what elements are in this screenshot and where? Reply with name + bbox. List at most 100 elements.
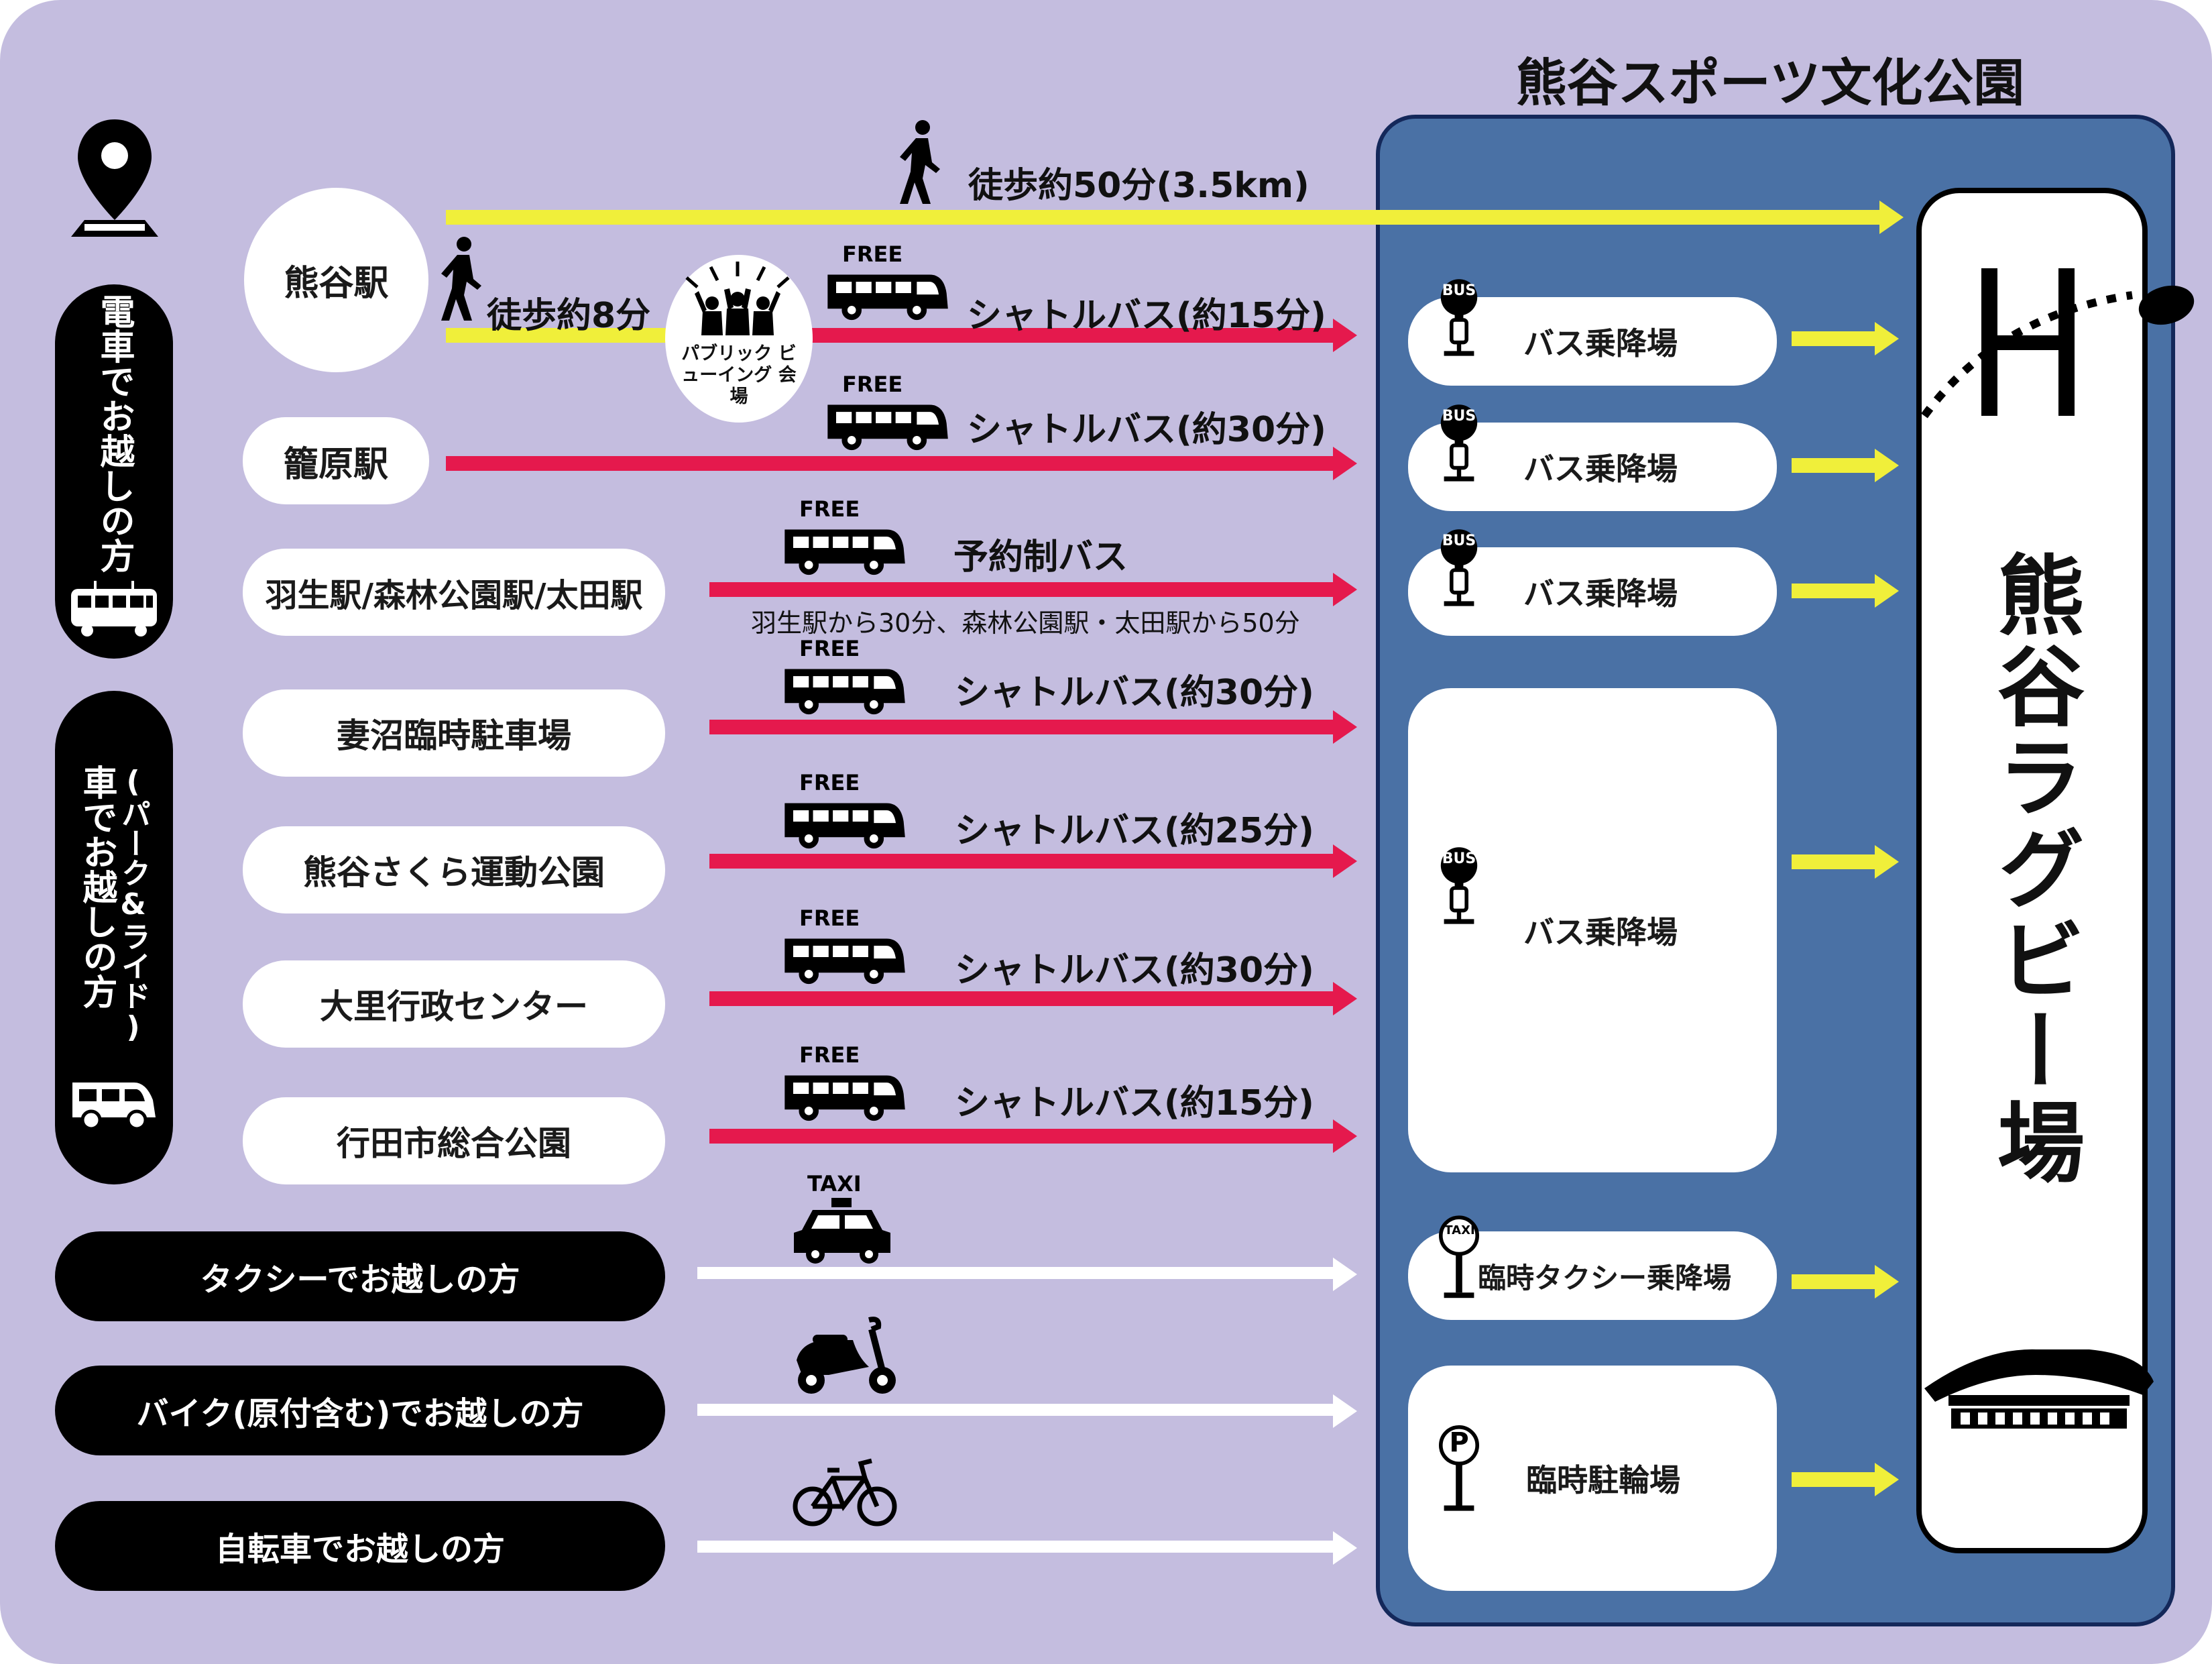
free-bus-icon	[780, 927, 908, 987]
free-label: FREE	[799, 1042, 860, 1068]
parking-sign-icon	[1439, 1425, 1479, 1511]
park-title: 熊谷スポーツ文化公園	[1515, 53, 2025, 113]
mode-bike: バイク(原付含む)でお越しの方	[55, 1366, 665, 1455]
free-bus-kumagaya: FREE	[823, 236, 951, 330]
free-bus-icon	[780, 518, 908, 578]
shuttle-sakura-label: シャトルバス(約25分)	[955, 811, 1314, 851]
car-category-sub: (パーク&ライド)	[116, 765, 150, 1044]
stadium-panel	[1916, 188, 2148, 1553]
train-category-label: 電車でお越しの方	[94, 294, 134, 573]
free-label: FREE	[799, 770, 860, 795]
map-pin-icon	[71, 119, 158, 237]
free-bus-icon	[780, 791, 908, 852]
bicycle-parking-label: 臨時駐輪場	[1526, 1462, 1680, 1498]
walk-short-label: 徒歩約8分	[487, 296, 651, 336]
taxi-stop-icon	[1439, 1215, 1479, 1298]
bus-stop-4: BUS バス乗降場	[1408, 688, 1777, 1172]
free-label: FREE	[799, 636, 860, 661]
link-taxi	[1792, 1265, 1899, 1298]
walker-icon	[900, 120, 940, 204]
taxi-stop-label: 臨時タクシー乗降場	[1478, 1261, 1732, 1294]
free-label: FREE	[799, 496, 860, 522]
mode-bicycle: 自転車でお越しの方	[55, 1501, 665, 1591]
bus-line-gyoda	[709, 1119, 1357, 1153]
walk-line-long	[446, 201, 1904, 234]
stadium-icon	[1924, 1349, 2154, 1429]
bus-line-kumagaya	[805, 319, 1357, 352]
shuttle-kumagaya-label: シャトルバス(約15分)	[967, 296, 1326, 336]
origin-osato: 大里行政センター	[243, 960, 665, 1048]
shuttle-menuma-label: シャトルバス(約30分)	[955, 673, 1314, 713]
parking-sign-text: P	[1449, 1427, 1469, 1458]
origin-gyoda: 行田市総合公園	[243, 1097, 665, 1184]
reserve-bus-label: 予約制バス	[953, 537, 1128, 577]
free-label: FREE	[842, 372, 903, 397]
scooter-icon	[797, 1317, 896, 1394]
bus-sign-text: BUS	[1442, 282, 1476, 299]
bus-stop-2: BUS バス乗降場	[1408, 423, 1777, 511]
walk-long-label: 徒歩約50分(3.5km)	[968, 166, 1309, 206]
bus-sign-text: BUS	[1442, 850, 1476, 867]
origin-kumagaya-label: 熊谷駅	[284, 264, 389, 304]
bicycle-line	[697, 1531, 1357, 1565]
link-bus-3	[1792, 574, 1899, 608]
link-bus-2	[1792, 449, 1899, 482]
bus-line-sakura	[709, 844, 1357, 878]
bus-line-kagohara	[446, 447, 1357, 480]
origin-menuma: 妻沼臨時駐車場	[243, 689, 665, 777]
rugby-post-icon	[1921, 268, 2133, 419]
bus-stop-2-label: バス乗降場	[1523, 451, 1678, 487]
train-icon	[71, 581, 157, 636]
free-bus-icon	[780, 657, 908, 718]
free-bus-kagohara: FREE	[823, 366, 951, 460]
link-bicycle	[1792, 1463, 1899, 1496]
free-bus-hanyu: FREE	[780, 491, 908, 585]
link-bus-1	[1792, 322, 1899, 355]
walker-icon-2	[441, 237, 481, 321]
taxi-label: TAXI	[807, 1171, 862, 1197]
free-bus-gyoda: FREE	[780, 1037, 908, 1131]
free-bus-menuma: FREE	[780, 630, 908, 724]
shuttle-kagohara-label: シャトルバス(約30分)	[967, 410, 1326, 450]
bus-stop-1-label: バス乗降場	[1523, 325, 1678, 362]
car-category-label: 車でお越しの方	[76, 765, 117, 1009]
free-label: FREE	[842, 241, 903, 267]
free-label: FREE	[799, 905, 860, 931]
bus-stop-3-label: バス乗降場	[1523, 575, 1678, 612]
origin-sakura: 熊谷さくら運動公園	[243, 826, 665, 913]
free-bus-icon	[823, 263, 951, 323]
rugby-ball-icon	[2138, 285, 2195, 325]
free-bus-sakura: FREE	[780, 765, 908, 858]
shuttle-gyoda-label: シャトルバス(約15分)	[955, 1083, 1314, 1123]
bike-line	[697, 1394, 1357, 1428]
origin-kumagaya: 熊谷駅	[244, 188, 428, 372]
bus-line-osato	[709, 982, 1357, 1015]
bicycle-icon	[793, 1458, 897, 1527]
free-bus-icon	[823, 393, 951, 453]
public-viewing-label: パブリック ビューイング 会場	[681, 343, 797, 407]
bus-sign-text: BUS	[1442, 408, 1476, 425]
free-bus-osato: FREE	[780, 900, 908, 994]
taxi-car: TAXI	[789, 1170, 896, 1270]
taxi-sign-text: TAXI	[1444, 1223, 1475, 1237]
link-bus-4	[1792, 845, 1899, 879]
bus-stop-4-label: バス乗降場	[1523, 914, 1678, 950]
taxi-line	[697, 1258, 1357, 1291]
shuttle-osato-label: シャトルバス(約30分)	[955, 950, 1314, 991]
taxi-stop: TAXI 臨時タクシー乗降場	[1408, 1215, 1777, 1320]
public-viewing-circle	[665, 255, 813, 423]
bus-stop-3: BUS バス乗降場	[1408, 547, 1777, 636]
destination-label: 熊谷ラグビー場	[1983, 550, 2085, 1188]
origin-kagohara: 籠原駅	[243, 417, 429, 504]
bicycle-parking: P 臨時駐輪場	[1408, 1366, 1777, 1591]
mode-taxi: タクシーでお越しの方	[55, 1231, 665, 1321]
crowd-icon	[685, 262, 790, 335]
free-bus-icon	[780, 1064, 908, 1124]
reserve-bus-note: 羽生駅から30分、森林公園駅・太田駅から50分	[751, 608, 1300, 638]
bus-line-hanyu	[709, 573, 1357, 606]
bus-sign-text: BUS	[1442, 533, 1476, 549]
taxi-car-icon	[794, 1198, 890, 1264]
origin-hanyu: 羽生駅/森林公園駅/太田駅	[243, 549, 665, 636]
bus-line-menuma	[709, 710, 1357, 744]
